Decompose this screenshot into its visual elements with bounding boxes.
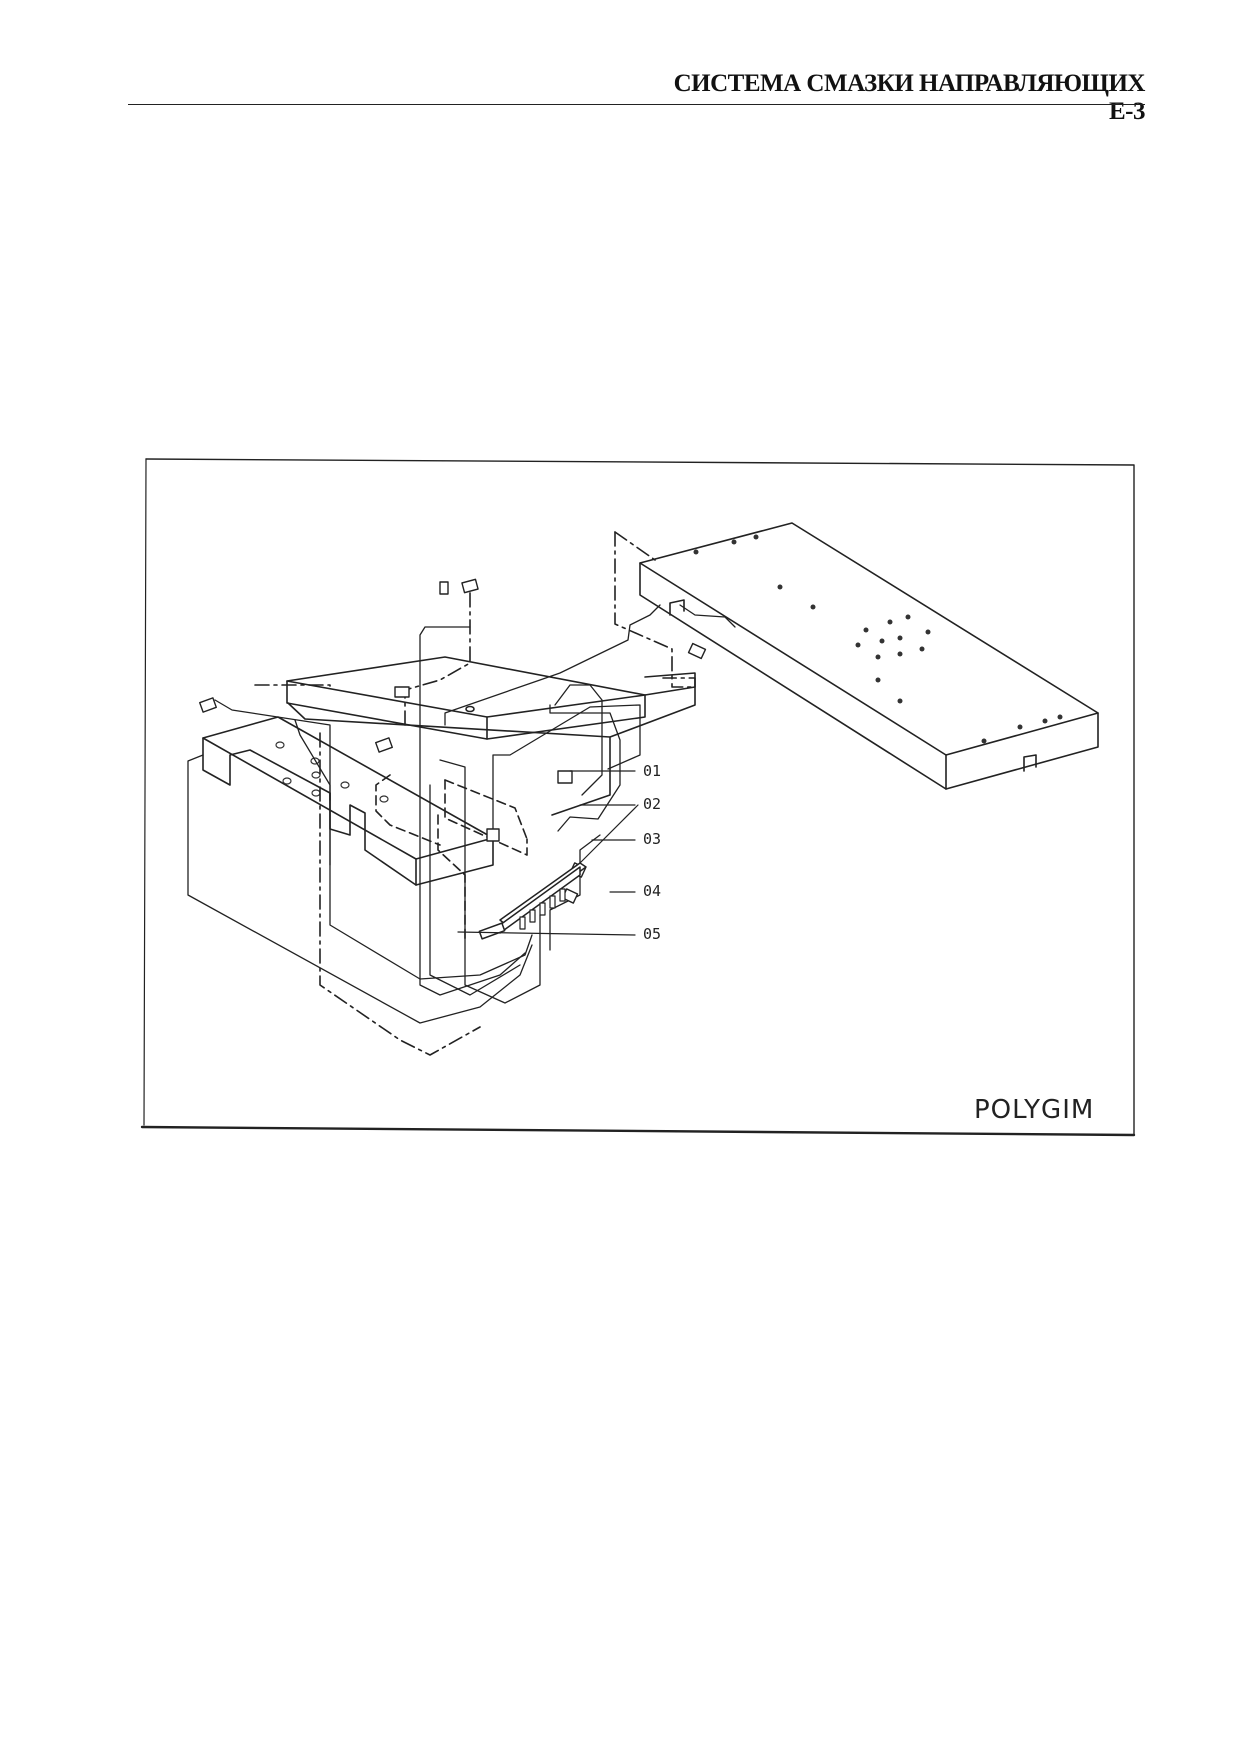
callout-04: 04 <box>643 882 662 900</box>
page-title: СИСТЕМА СМАЗКИ НАПРАВЛЯЮЩИХ Е-3 <box>673 70 1146 125</box>
saddle-part <box>286 656 696 816</box>
callout-05: 05 <box>643 925 662 943</box>
lubrication-system-drawing <box>140 458 1136 1137</box>
lube-lines <box>187 604 736 1024</box>
header-divider <box>128 104 1145 105</box>
callout-01: 01 <box>643 762 662 780</box>
table-part <box>639 522 1099 790</box>
callout-02: 02 <box>643 795 662 813</box>
callout-leaders <box>457 770 639 936</box>
callout-03: 03 <box>643 830 662 848</box>
drawing-frame <box>145 458 1135 1136</box>
fitting-parts <box>199 578 707 904</box>
brand-label: POLYGIM <box>974 1095 1095 1125</box>
distributor-block <box>478 862 587 940</box>
